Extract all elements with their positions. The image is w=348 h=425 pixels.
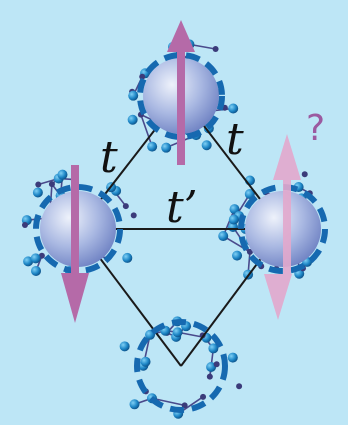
molecule-atom (228, 103, 239, 114)
molecule-atom (206, 373, 213, 380)
site-right (238, 134, 328, 320)
molecule-atom (35, 181, 42, 188)
molecule-atom (200, 393, 207, 400)
molecule-atom (172, 327, 183, 338)
molecule-atom (212, 45, 219, 52)
molecule-bond (140, 114, 153, 147)
molecule-atom (48, 181, 55, 188)
molecule-atom (140, 356, 151, 367)
spin-frustrated-arrow (264, 134, 301, 320)
spin-down-arrow (61, 165, 89, 323)
molecule-atom (246, 248, 253, 255)
molecule-atom (23, 256, 34, 267)
molecule-atom (130, 212, 137, 219)
site-top (137, 20, 225, 165)
molecule-atom (128, 90, 139, 101)
hopping-tprime-label: t’ (166, 182, 198, 233)
molecule-atom (21, 221, 28, 228)
molecule-atom (161, 142, 172, 153)
site-bottom (134, 319, 228, 413)
molecule-atom (147, 141, 158, 152)
molecule-atom (139, 73, 146, 80)
question-mark: ? (306, 108, 325, 149)
molecule-atom (213, 361, 220, 368)
molecule-atom (181, 402, 188, 409)
site-bottom-dashed-circle (134, 319, 228, 413)
molecule-atom (228, 214, 239, 225)
spin-up-arrow (167, 20, 195, 165)
site-top-dashed-circle (137, 52, 225, 140)
molecule-atom (32, 187, 43, 198)
molecule-atom (227, 352, 238, 363)
molecule-atom (236, 383, 243, 390)
molecule-atom (206, 362, 217, 373)
molecule-atom (201, 140, 212, 151)
molecule-atom (57, 169, 68, 180)
site-left (33, 165, 123, 323)
site-right-dashed-circle (238, 184, 328, 274)
molecule-atom (301, 171, 308, 178)
molecule-atom (122, 252, 133, 263)
molecule-atom (122, 203, 129, 210)
molecule-atom (30, 253, 41, 264)
molecule-atom (31, 265, 42, 276)
molecule-bond (151, 397, 185, 407)
molecule-atom (119, 341, 130, 352)
molecule-atom (208, 343, 219, 354)
molecule-atom (232, 250, 243, 261)
molecule-atom (127, 114, 138, 125)
molecule-atom (218, 231, 229, 242)
molecule-atom (129, 399, 140, 410)
hopping-t-left-label: t (100, 132, 118, 183)
site-left-dashed-circle (33, 184, 123, 274)
hopping-t-right-label: t (226, 114, 244, 165)
